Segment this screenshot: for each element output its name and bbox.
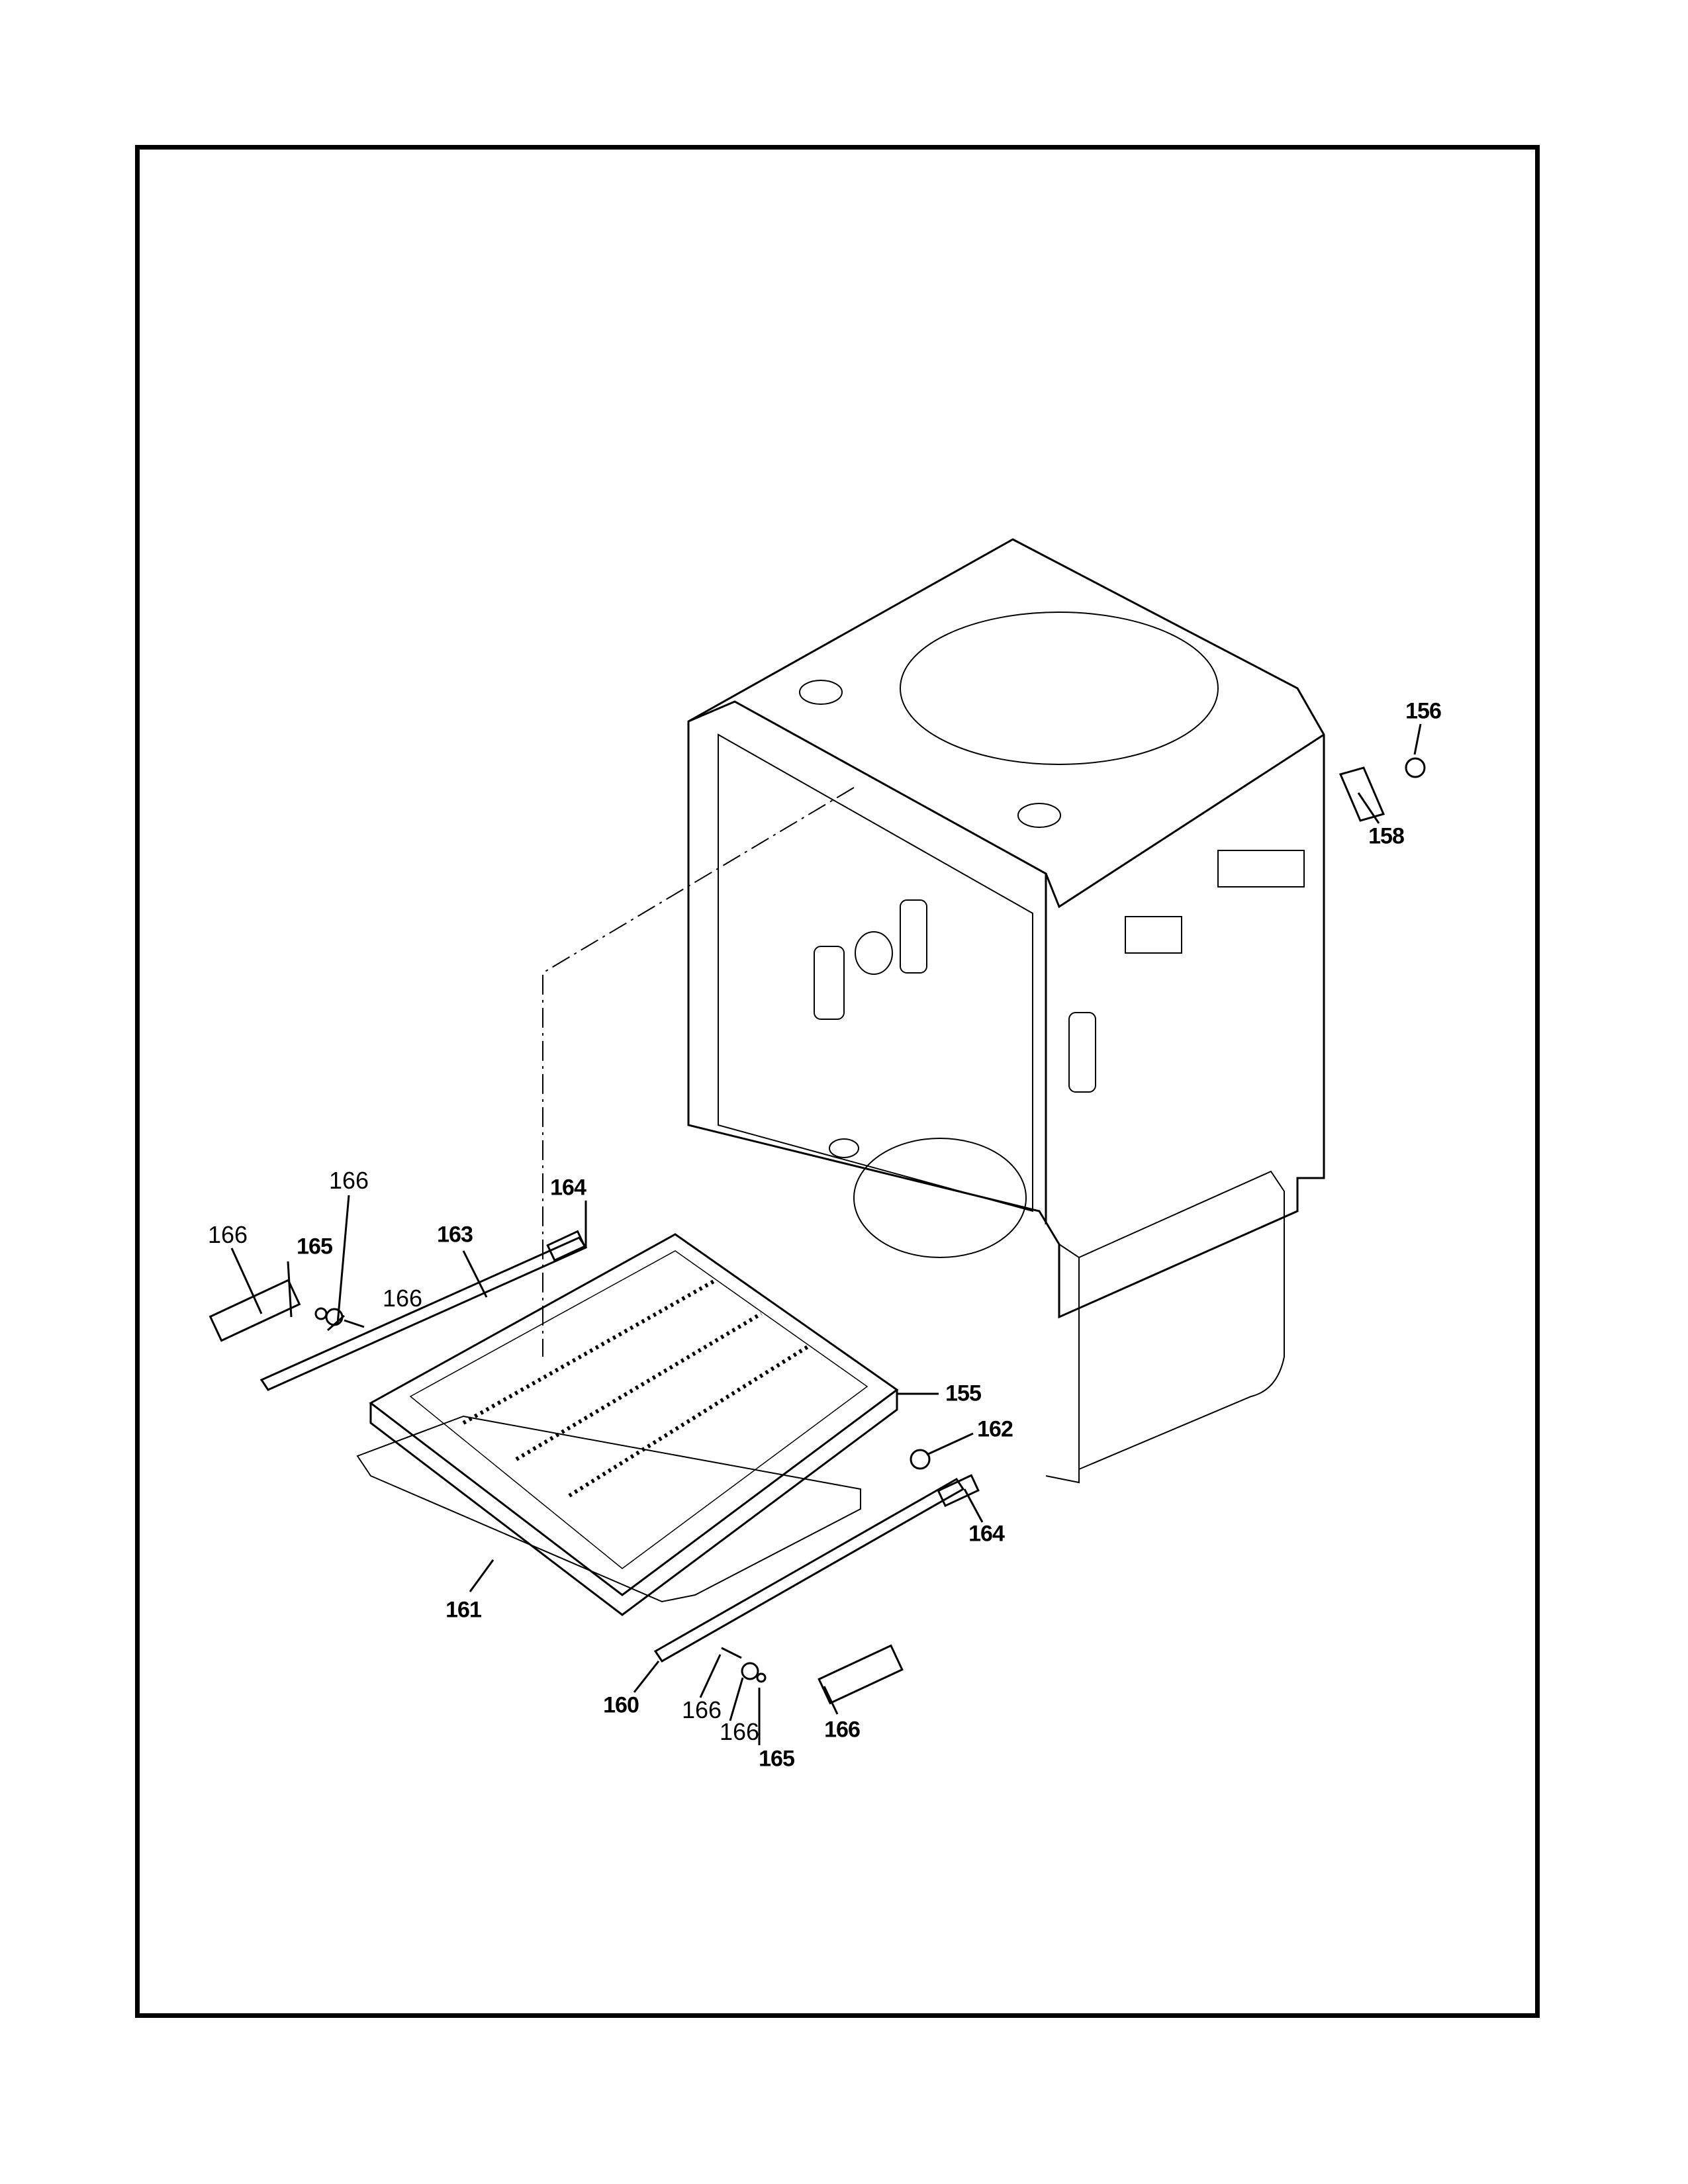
callout-166: 166: [824, 1717, 861, 1743]
rack-frame: [356, 1415, 861, 1603]
rail-160: [653, 1478, 965, 1662]
callout-158: 158: [1368, 823, 1405, 849]
clip-162: [910, 1449, 931, 1470]
callout-162: 162: [977, 1416, 1013, 1442]
callout-164: 164: [968, 1521, 1005, 1547]
callout-165: 165: [759, 1746, 795, 1772]
end-cap-164-top: [546, 1230, 586, 1262]
callout-161: 161: [445, 1597, 482, 1623]
rail-stop-right: [818, 1644, 904, 1705]
bushing: [325, 1308, 344, 1326]
callout-164: 164: [550, 1175, 586, 1201]
rail-stop-left: [209, 1279, 301, 1342]
rail-163: [259, 1236, 588, 1391]
callout-165: 165: [297, 1234, 333, 1259]
bushing: [741, 1662, 759, 1680]
washer: [314, 1307, 328, 1320]
callout-155: 155: [945, 1381, 982, 1406]
callout-160: 160: [603, 1692, 639, 1718]
end-cap-164-bottom: [937, 1474, 980, 1508]
callout-156: 156: [1405, 698, 1442, 724]
callout-166: 166: [719, 1718, 760, 1745]
callout-163: 163: [437, 1222, 473, 1248]
washer: [756, 1672, 767, 1683]
bracket-158: [1338, 766, 1385, 822]
alignment-line: [542, 787, 855, 1357]
callout-166: 166: [681, 1696, 722, 1723]
leader-lines: [230, 723, 1422, 1745]
callout-166: 166: [382, 1285, 423, 1312]
nut-156: [1405, 757, 1426, 778]
screw: [344, 1319, 365, 1328]
dishwasher-tub: [687, 538, 1325, 1484]
callout-166: 166: [207, 1221, 248, 1248]
screw: [721, 1647, 742, 1659]
callout-166: 166: [328, 1167, 369, 1194]
lower-rack: [369, 1233, 899, 1616]
diagram-border: [135, 145, 1540, 2018]
